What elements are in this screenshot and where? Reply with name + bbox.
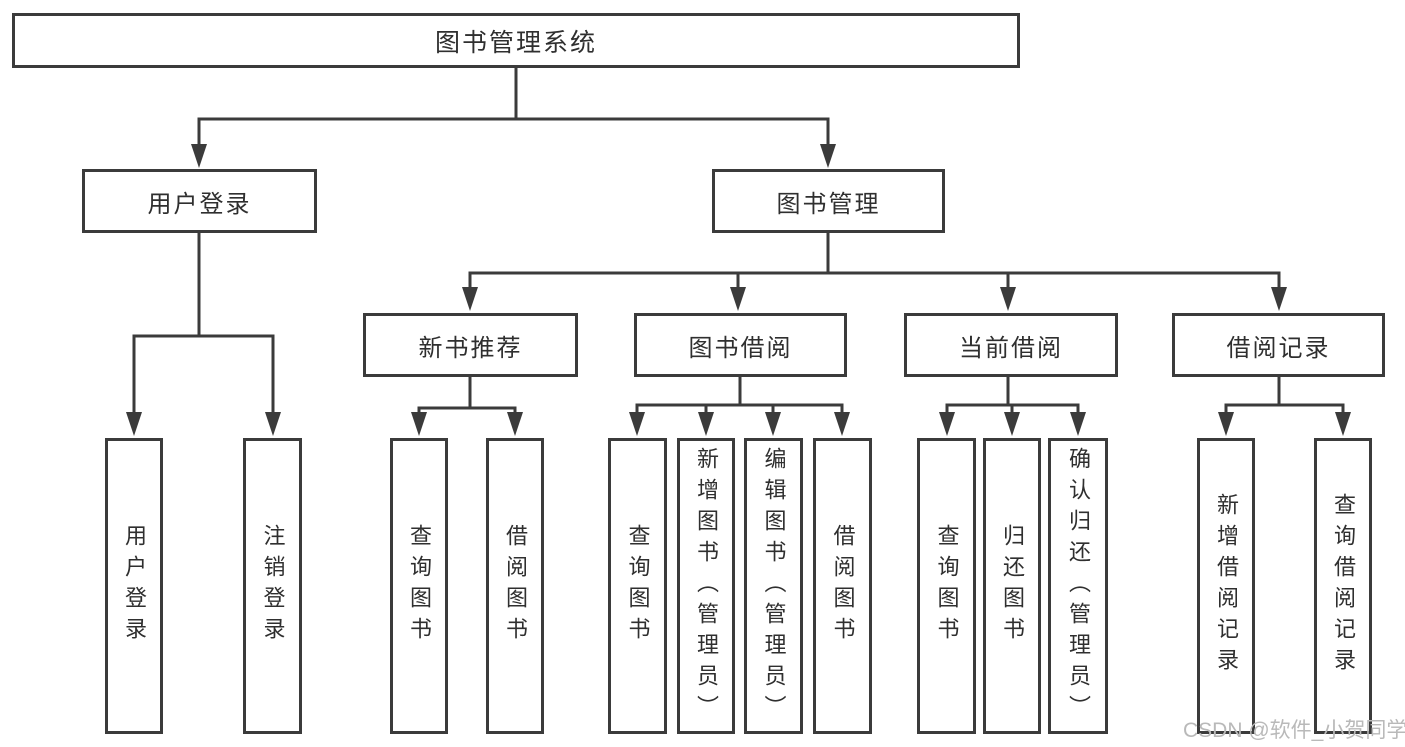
leaf-borrow-books-recommend: 借阅图书 (486, 438, 544, 734)
leaf-label: 新增借阅记录 (1214, 493, 1239, 679)
leaf-confirm-return-admin: 确认归还（管理员） (1048, 438, 1108, 734)
leaf-query-books-borrowing: 查询图书 (608, 438, 667, 734)
node-book-management: 图书管理 (712, 169, 945, 233)
node-book-borrowing: 图书借阅 (634, 313, 847, 377)
leaf-label: 确认归还（管理员） (1066, 446, 1091, 726)
leaf-label: 用户登录 (122, 524, 147, 648)
leaf-edit-book-admin: 编辑图书（管理员） (744, 438, 803, 734)
leaf-label: 借阅图书 (503, 524, 528, 648)
leaf-add-book-admin: 新增图书（管理员） (677, 438, 735, 734)
node-label: 借阅记录 (1226, 334, 1331, 362)
leaf-borrow-books-borrowing: 借阅图书 (813, 438, 872, 734)
leaf-user-login: 用户登录 (105, 438, 163, 734)
leaf-return-book: 归还图书 (983, 438, 1041, 734)
node-label: 用户登录 (147, 190, 252, 218)
leaf-add-borrow-record: 新增借阅记录 (1197, 438, 1255, 734)
leaf-logout: 注销登录 (243, 438, 302, 734)
leaf-label: 注销登录 (260, 524, 286, 648)
leaf-query-books-current: 查询图书 (917, 438, 976, 734)
leaf-label: 查询借阅记录 (1331, 493, 1356, 679)
leaf-label: 查询图书 (934, 524, 960, 648)
leaf-label: 查询图书 (407, 524, 432, 648)
node-current-borrowing: 当前借阅 (904, 313, 1118, 377)
leaf-label: 查询图书 (625, 524, 651, 648)
node-label: 新书推荐 (418, 334, 523, 362)
leaf-label: 归还图书 (1000, 524, 1025, 648)
node-library-system: 图书管理系统 (12, 13, 1020, 68)
leaf-query-books-recommend: 查询图书 (390, 438, 448, 734)
csdn-watermark: CSDN @软件_小贺同学 (1183, 719, 1405, 742)
node-label: 图书借阅 (688, 334, 793, 362)
node-label: 图书管理系统 (434, 28, 597, 57)
leaf-query-borrow-record: 查询借阅记录 (1314, 438, 1372, 734)
leaf-label: 新增图书（管理员） (694, 446, 719, 726)
node-label: 当前借阅 (959, 334, 1063, 362)
leaf-label: 借阅图书 (830, 524, 856, 648)
node-label: 图书管理 (776, 190, 881, 218)
node-new-book-recommend: 新书推荐 (363, 313, 578, 377)
node-borrowing-records: 借阅记录 (1172, 313, 1385, 377)
node-user-login: 用户登录 (82, 169, 317, 233)
leaf-label: 编辑图书（管理员） (761, 446, 787, 726)
